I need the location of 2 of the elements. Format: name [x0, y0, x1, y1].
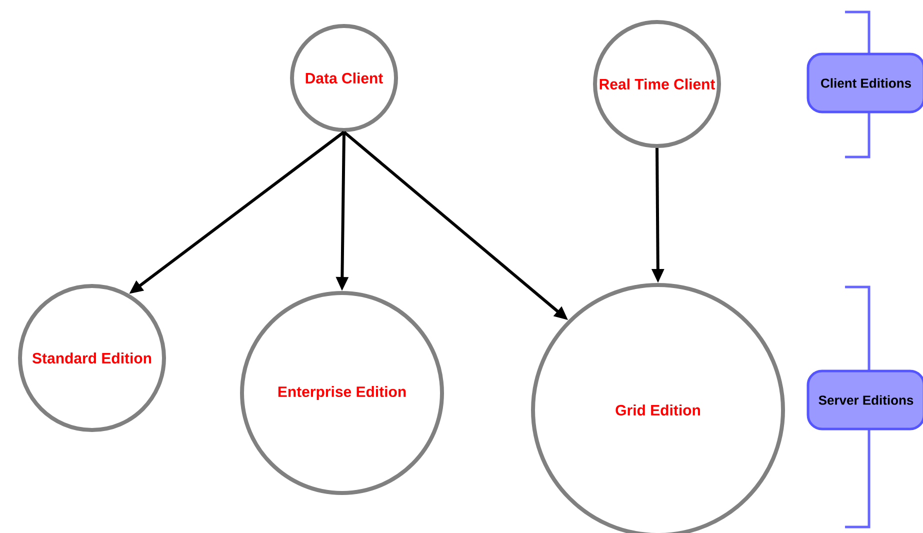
- group-label: Server Editions: [806, 370, 923, 430]
- group-label: Client Editions: [806, 52, 923, 114]
